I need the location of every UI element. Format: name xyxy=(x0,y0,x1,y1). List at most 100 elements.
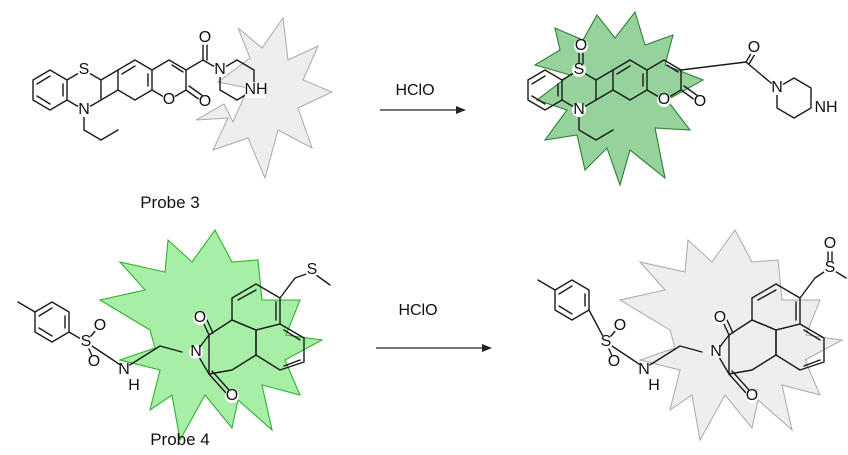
piperazine-ring xyxy=(776,77,812,119)
oxygen-atom: O xyxy=(226,387,238,404)
ring-fusion-bond xyxy=(595,69,614,81)
imide-carbonyl xyxy=(726,319,734,334)
sulfur-atom: S xyxy=(79,61,90,78)
oxygen-atom: O xyxy=(163,91,175,108)
oxygen-atom: O xyxy=(694,93,706,110)
probe-3-structure: S N O O O N NH Probe 3 xyxy=(32,16,334,212)
aromatic-bond xyxy=(803,359,821,367)
alkene-bond xyxy=(171,64,184,73)
n-propyl-chain xyxy=(578,109,614,141)
amide-bond xyxy=(185,59,204,71)
naphthalene-ring-side xyxy=(775,323,825,371)
aromatic-bond xyxy=(803,329,821,341)
aromatic-bond xyxy=(558,305,573,315)
imide-carbonyl xyxy=(206,319,214,334)
thioether-chain xyxy=(279,271,331,299)
aromatic-bond xyxy=(36,95,51,105)
oxygen-atom: O xyxy=(746,387,758,404)
nitrogen-atom: N xyxy=(214,61,226,78)
sulfur-atom: S xyxy=(81,333,92,350)
amine-nh: NH xyxy=(244,81,267,98)
oxygen-atom: O xyxy=(94,317,106,334)
oxygen-atom: O xyxy=(194,309,206,326)
ring-fusion-bond xyxy=(100,69,119,81)
sulfoxide-chain xyxy=(799,267,847,299)
aromatic-bond xyxy=(531,75,546,85)
aromatic-bond xyxy=(558,285,573,295)
sulfonamide-bond xyxy=(605,341,646,369)
reaction-1-arrow: HClO xyxy=(380,82,466,114)
imide-carbonyl xyxy=(208,373,227,394)
nitrogen-atom: N xyxy=(573,101,585,118)
sulfur-atom: S xyxy=(601,333,612,350)
reagent-label: HClO xyxy=(398,302,437,319)
oxygen-atom: O xyxy=(748,39,760,56)
aromatic-bond xyxy=(283,329,301,341)
ethylene-linker xyxy=(644,345,703,369)
arrow-head-icon xyxy=(456,106,466,114)
methyl-bond xyxy=(537,279,556,291)
ring-fusion-bond xyxy=(595,89,614,101)
aromatic-bond xyxy=(531,95,546,105)
nitrogen-atom: N xyxy=(78,101,90,118)
product-1-structure: S O N O O O N NH xyxy=(527,10,838,187)
n-propyl-chain xyxy=(83,109,119,141)
aromatic-bond xyxy=(121,65,136,75)
aromatic-bond xyxy=(616,65,631,75)
nitrogen-atom: N xyxy=(771,79,783,96)
sulfur-atom: S xyxy=(574,61,585,78)
sulfoxide-oxygen: O xyxy=(824,235,836,252)
aromatic-bond xyxy=(38,327,53,337)
probe-4-structure: S S O O N H N O O Probe 4 xyxy=(17,228,331,449)
naphthalene-ring-side xyxy=(255,323,305,371)
imide-carbonyl xyxy=(728,373,747,394)
ethylene-linker xyxy=(124,345,183,369)
lactone-carbonyl xyxy=(188,85,204,97)
imide-carbonyl xyxy=(202,321,210,336)
imide-carbonyl xyxy=(722,321,730,336)
oxygen-atom: O xyxy=(199,29,211,46)
sulfonamide-bond xyxy=(85,341,126,369)
aromatic-bond xyxy=(757,289,777,301)
oxygen-atom: O xyxy=(714,309,726,326)
lactone-carbonyl xyxy=(683,85,699,97)
probe-3-label: Probe 3 xyxy=(140,193,200,212)
oxygen-atom: O xyxy=(199,93,211,110)
sulfonamide-hydrogen: H xyxy=(128,377,140,394)
methyl-bond xyxy=(17,301,36,313)
alkene-bond xyxy=(666,64,679,73)
aromatic-bond xyxy=(36,75,51,85)
oxygen-atom: O xyxy=(658,91,670,108)
aromatic-bond xyxy=(283,359,301,367)
fluorescence-on-burst xyxy=(98,228,324,442)
amide-bond xyxy=(680,61,747,71)
reaction-2-arrow: HClO xyxy=(376,302,492,352)
product-2-structure: S O S O O N H N O O xyxy=(537,229,847,442)
amide-carbonyl xyxy=(748,53,756,65)
amine-nh: NH xyxy=(814,99,837,116)
imide-nitrogen: N xyxy=(190,343,202,360)
sulfoxide-oxygen: O xyxy=(575,37,587,54)
oxygen-atom: O xyxy=(88,353,100,370)
sulfonamide-nitrogen: N xyxy=(638,361,650,378)
oxygen-atom: O xyxy=(608,353,620,370)
arrow-head-icon xyxy=(482,344,492,352)
imide-carbonyl xyxy=(211,370,230,391)
sulfonamide-nitrogen: N xyxy=(118,361,130,378)
imide-nitrogen: N xyxy=(710,343,722,360)
lactone-carbonyl xyxy=(185,89,201,101)
reagent-label: HClO xyxy=(395,82,434,99)
imide-carbonyl xyxy=(731,370,750,391)
oxygen-atom: O xyxy=(614,317,626,334)
probe-4-label: Probe 4 xyxy=(150,430,210,449)
fluorescence-on-burst xyxy=(533,10,705,187)
ring-fusion-bond xyxy=(100,89,119,101)
aromatic-bond xyxy=(38,307,53,317)
lactone-carbonyl xyxy=(680,89,696,101)
aromatic-bond xyxy=(237,289,257,301)
sulfonamide-hydrogen: H xyxy=(648,377,660,394)
sulfur-atom: S xyxy=(307,261,318,278)
sulfur-atom: S xyxy=(825,259,836,276)
fluorescence-off-burst xyxy=(618,229,844,442)
